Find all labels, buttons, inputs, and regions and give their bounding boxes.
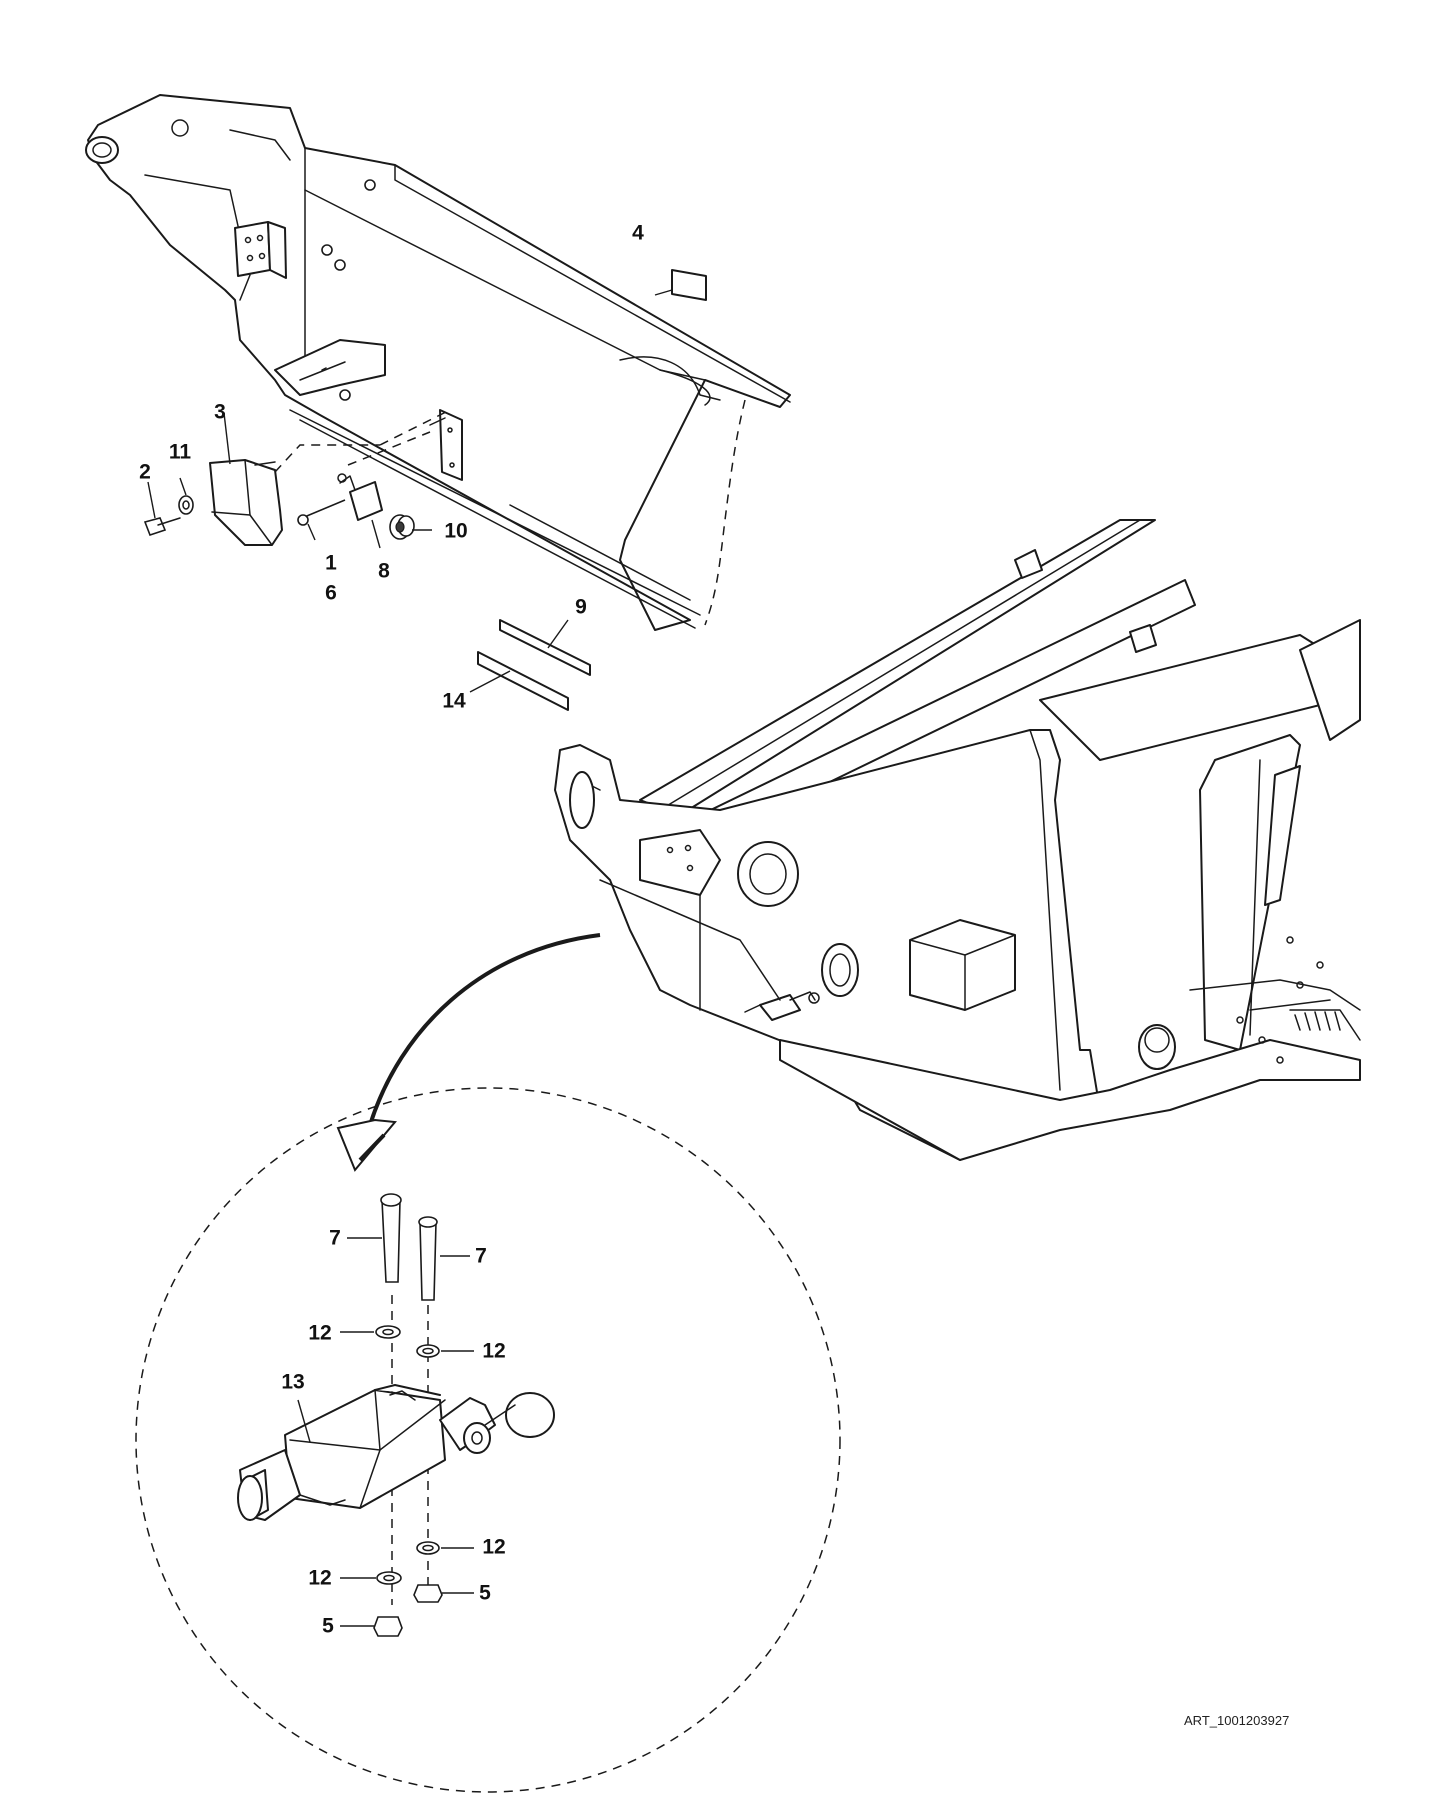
callout-5b: 5	[322, 1614, 334, 1638]
callout-3: 3	[214, 400, 226, 424]
callout-13: 13	[281, 1370, 305, 1394]
callout-4: 4	[632, 221, 644, 245]
callout-14: 14	[442, 689, 466, 713]
callout-8: 8	[378, 559, 390, 583]
callout-12d: 12	[308, 1566, 332, 1590]
wear-pads	[477, 619, 591, 711]
callout-12b: 12	[482, 1339, 506, 1363]
callout-7a: 7	[329, 1226, 341, 1250]
callout-1: 1	[325, 551, 337, 575]
art-reference-number: ART_1001203927	[1184, 1713, 1290, 1728]
callout-10: 10	[444, 519, 468, 543]
callout-2: 2	[139, 460, 151, 484]
callout-7b: 7	[475, 1244, 487, 1268]
switch-guard-assembly	[143, 409, 451, 546]
callout-11: 11	[168, 440, 192, 464]
callout-12a: 12	[308, 1321, 332, 1345]
leader-lines	[147, 412, 569, 1627]
callout-6: 6	[325, 581, 337, 605]
detail-arrow	[336, 933, 601, 1172]
callout-12c: 12	[482, 1535, 506, 1559]
upper-boom	[85, 94, 791, 631]
callout-5a: 5	[479, 1581, 491, 1605]
machine-base	[554, 519, 1361, 1161]
detail-view	[135, 1087, 841, 1793]
callout-9: 9	[575, 595, 587, 619]
